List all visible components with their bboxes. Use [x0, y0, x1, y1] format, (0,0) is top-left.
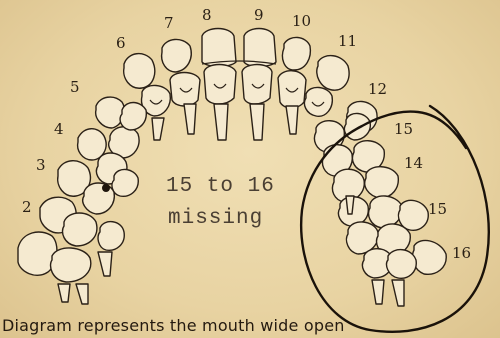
right-root-c	[346, 196, 354, 214]
tooth-left-lateral	[162, 39, 192, 72]
right-cluster-k	[398, 200, 428, 230]
root-2	[214, 104, 228, 140]
left-root-c	[98, 252, 112, 276]
root-5	[152, 118, 164, 140]
tooth-right-lateral	[282, 37, 310, 70]
tooth-number-16: 16	[452, 246, 471, 261]
inner-tooth-4	[278, 71, 306, 108]
inner-tooth-1	[170, 73, 200, 107]
tooth-number-4: 4	[54, 122, 64, 137]
right-cluster-f	[365, 167, 399, 198]
left-root-a	[58, 284, 70, 302]
root-3	[250, 104, 264, 140]
left-cluster-f	[120, 103, 146, 131]
inner-tooth-3	[242, 65, 272, 105]
tooth-number-15-lower: 15	[428, 202, 447, 217]
root-4	[286, 106, 298, 134]
tooth-number-10: 10	[292, 14, 311, 29]
diagram-caption: Diagram represents the mouth wide open	[2, 316, 345, 335]
right-cluster-b	[344, 113, 370, 140]
left-cluster-g	[98, 222, 124, 251]
tooth-left-canine	[124, 54, 155, 89]
right-cluster-n	[386, 250, 416, 279]
left-cluster-e	[51, 248, 91, 282]
left-root-b	[76, 284, 88, 304]
tooth-left-premolar-1	[96, 97, 125, 128]
left-cluster-d	[63, 213, 97, 246]
tooth-number-8: 8	[202, 8, 212, 23]
tooth-number-5: 5	[70, 80, 80, 95]
tooth-number-6: 6	[116, 36, 126, 51]
inner-tooth-2	[204, 65, 236, 105]
tooth-right-canine	[317, 56, 349, 91]
left-cluster-h	[112, 169, 138, 196]
tooth-number-9: 9	[254, 8, 264, 23]
right-cluster-l	[412, 240, 446, 274]
right-root-a	[372, 280, 384, 304]
root-1	[184, 104, 196, 134]
right-root-b	[392, 280, 404, 306]
tooth-number-3: 3	[36, 158, 46, 173]
right-cluster-h	[369, 196, 403, 228]
inner-tooth-6	[304, 87, 332, 116]
tooth-number-11: 11	[338, 34, 357, 49]
tooth-number-7: 7	[164, 16, 174, 31]
tooth-number-14: 14	[404, 156, 423, 171]
missing-note-line2: missing	[168, 208, 263, 229]
missing-note-line1: 15 to 16	[166, 176, 275, 197]
cavity-mark	[102, 184, 110, 192]
tooth-number-2: 2	[22, 200, 32, 215]
tooth-number-15-upper: 15	[394, 122, 413, 137]
tooth-number-12: 12	[368, 82, 387, 97]
